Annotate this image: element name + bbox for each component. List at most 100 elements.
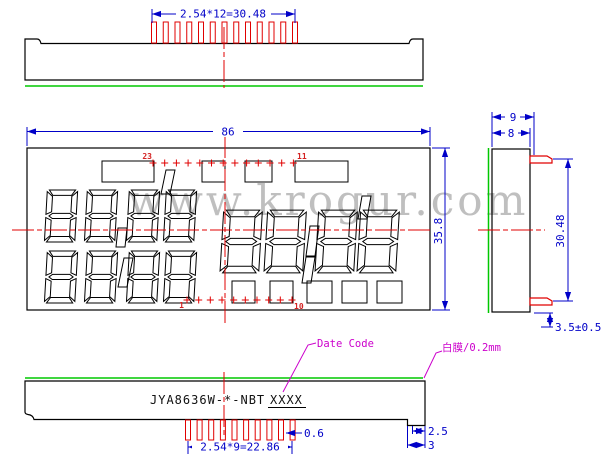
film-note-label: 白膜/0.2mm [442,341,501,354]
colon-lower-segment [301,256,316,284]
front-pin-ticks-bottom [183,296,296,304]
colon-upper-segment [305,225,320,257]
dim-text-35-8: 35.8 [432,218,445,245]
dim-front-height: 35.8 [432,147,450,311]
pin [162,21,169,44]
dim-text-pitch-top: 2.54*12=30.48 [180,8,266,21]
pin [196,419,203,441]
pin-number-10: 10 [294,302,304,311]
dim-pin-pitch-bottom: 2.54*9=22.86 [187,441,293,454]
pin [245,21,251,44]
window [269,280,294,304]
pin-tick [160,159,169,167]
window [306,280,333,304]
pin-number-23: 23 [142,152,152,161]
front-top-windows [101,160,349,183]
pin-tick [229,296,238,304]
pin-tick [172,159,181,167]
dim-text-86: 86 [221,126,234,139]
watermark-text: www.krogur.com [128,176,528,225]
pin-number-11: 11 [297,152,307,161]
pin [268,21,275,44]
pin [186,21,193,44]
dim-side-standoff: 3.5±0.5 [534,312,601,334]
pin [185,419,191,441]
side-pin-bottom [529,297,553,306]
pin [280,21,287,44]
dim-text-pitch-bottom: 2.54*9=22.86 [200,441,279,454]
dim-text-0-6: 0.6 [304,427,324,440]
front-bottom-windows [231,280,403,304]
window [231,280,256,304]
pin-tick [264,296,273,304]
pin-tick [194,296,203,304]
pin [151,21,157,44]
colon-segment [117,257,134,288]
dim-text-8: 8 [508,127,515,140]
pin [266,419,273,441]
pin [198,21,204,44]
pin-tick [184,159,193,167]
digit-group-right [219,195,400,284]
part-number-text: JYA8636W-*-NBT [150,393,265,407]
bottom-view: JYA8636W-*-NBT XXXX Date Code 白膜/0.2mm 0… [24,338,501,454]
dim-text-2-5: 2.5 [428,425,448,438]
dim-text-30-48: 30.48 [554,214,567,247]
pin-tick [206,296,215,304]
seven-segment-digit [44,250,78,304]
dim-text-standoff: 3.5±0.5 [555,321,601,334]
pin [292,21,298,44]
dim-side-overall-width: 9 [491,111,535,155]
seven-segment-digit [84,189,118,243]
top-view: 2.54*12=30.48 [24,8,424,88]
pin [254,419,261,441]
pin [256,21,263,44]
window [101,160,155,183]
pin [243,419,250,441]
window [294,160,349,183]
film-note-leader [423,350,443,379]
bottom-view-pins [185,419,296,441]
pin [209,21,216,44]
dim-side-body-width: 8 [492,127,531,147]
digit-group-upper-left [44,169,197,248]
seven-segment-digit [126,250,160,304]
date-code-placeholder: XXXX [270,393,303,407]
side-pin-top [529,155,553,164]
pin [233,21,240,44]
pin [174,21,181,44]
side-view: 9 8 30.48 3.5±0.5 [478,111,601,334]
apostrophe-segment [160,169,176,195]
front-view-body [26,147,431,311]
dim-pin-width: 0.6 [286,427,324,440]
pin [289,419,296,441]
top-view-body [24,38,424,81]
date-code-leader [282,342,317,393]
pin [219,419,226,441]
window [376,280,403,304]
dim-side-pin-span: 30.48 [553,158,573,302]
pin-tick [218,296,226,304]
apostrophe-segment [357,195,372,220]
pin-tick [230,159,239,167]
seven-segment-digit [84,250,118,304]
pin-tick [241,296,250,304]
seven-segment-digit [44,189,78,243]
dim-text-3: 3 [428,439,435,452]
digit-group-lower-left [44,250,197,304]
dim-front-width: 86 [26,126,431,146]
seven-segment-digit [163,250,197,304]
pin [208,419,215,441]
dim-pin-pitch-top: 2.54*12=30.48 [151,8,296,23]
front-pin-ticks-top [149,159,298,167]
pin-number-1: 1 [179,301,184,310]
date-code-label: Date Code [317,338,374,350]
pin [231,419,238,441]
pin-tick [276,296,285,304]
dim-text-9: 9 [510,111,517,124]
dim-end-step: 2.5 3 [407,425,448,452]
pin [278,419,284,441]
pin-tick [277,159,286,167]
